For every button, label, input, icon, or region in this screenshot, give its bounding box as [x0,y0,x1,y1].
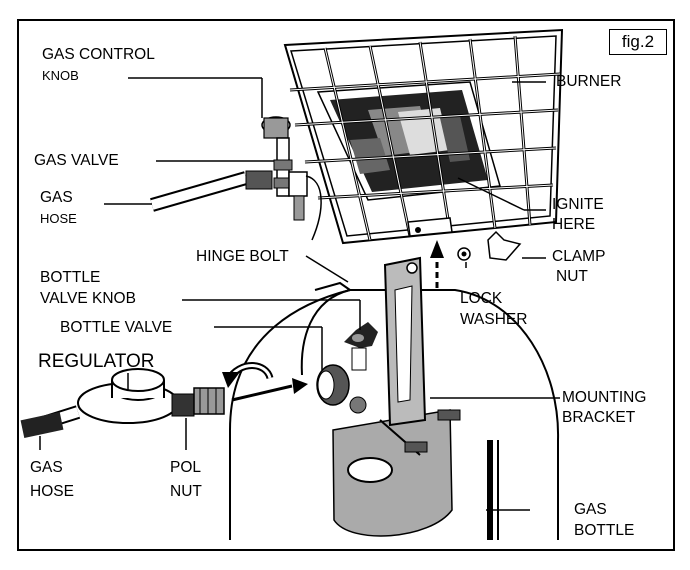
label-gas-hose-bottom-1: GAS [30,459,63,476]
label-here: HERE [552,216,596,233]
label-hinge-bolt: HINGE BOLT [196,248,289,265]
label-bracket: BRACKET [562,409,636,426]
label-gas-hose-top-1: GAS [40,189,73,206]
figure-border [17,19,675,551]
label-burner: BURNER [556,73,622,90]
gas-bottle-illustration [229,256,560,540]
label-mounting: MOUNTING [562,389,647,406]
label-bottle: BOTTLE [40,269,101,286]
label-washer: WASHER [460,311,528,328]
figure-number-tag: fig.2 [609,29,667,55]
label-gas: GAS [574,501,607,518]
label-clamp: CLAMP [552,248,606,265]
label-gas-hose-bottom-2: HOSE [30,483,74,500]
label-clamp-nut: NUT [556,268,588,285]
label-bottle-valve: BOTTLE VALVE [60,319,173,336]
leader-lines [39,77,560,511]
label-ignite: IGNITE [552,196,604,213]
label-valve-knob: VALVE KNOB [40,290,136,307]
label-knob: KNOB [42,68,79,83]
label-regulator: REGULATOR [38,351,155,372]
gas-control-assembly [150,116,322,241]
label-gas-bottle: BOTTLE [574,522,635,539]
label-lock: LOCK [460,290,503,307]
label-gas-valve: GAS VALVE [34,152,119,169]
label-gas-hose-top-2: HOSE [40,211,77,226]
burner-illustration [283,28,564,245]
label-pol: POL [170,459,202,476]
regulator-illustration [20,230,522,438]
label-gas-control: GAS CONTROL [42,46,155,63]
label-pol-nut: NUT [170,483,202,500]
